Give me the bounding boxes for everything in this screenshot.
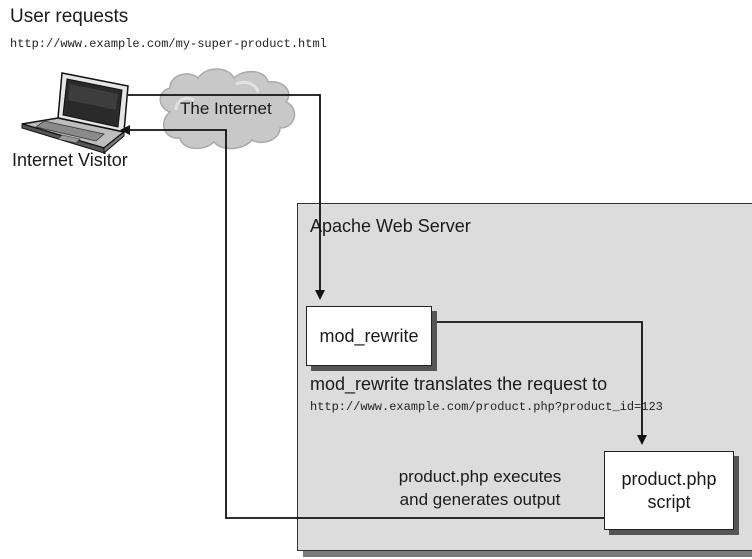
server-label: Apache Web Server [310, 216, 471, 236]
translated-url: http://www.example.com/product.php?produ… [310, 400, 663, 414]
rewrite-connector [430, 321, 647, 445]
mod-rewrite-label: mod_rewrite [319, 325, 419, 346]
execute-caption: product.php executes and generates outpu… [398, 467, 562, 509]
response-connector [120, 125, 604, 519]
product-script-node: product.php script [604, 451, 734, 530]
product-script-label: product.php script [621, 468, 717, 512]
request-connector [128, 94, 325, 300]
internet-label: The Internet [180, 99, 272, 118]
visitor-label: Internet Visitor [12, 150, 128, 170]
requested-url: http://www.example.com/my-super-product.… [10, 37, 327, 51]
user-requests-title: User requests [10, 6, 129, 27]
translate-caption: mod_rewrite translates the request to [310, 374, 608, 394]
cloud-icon [159, 68, 296, 150]
mod-rewrite-node: mod_rewrite [306, 306, 432, 366]
laptop-icon [21, 72, 129, 155]
